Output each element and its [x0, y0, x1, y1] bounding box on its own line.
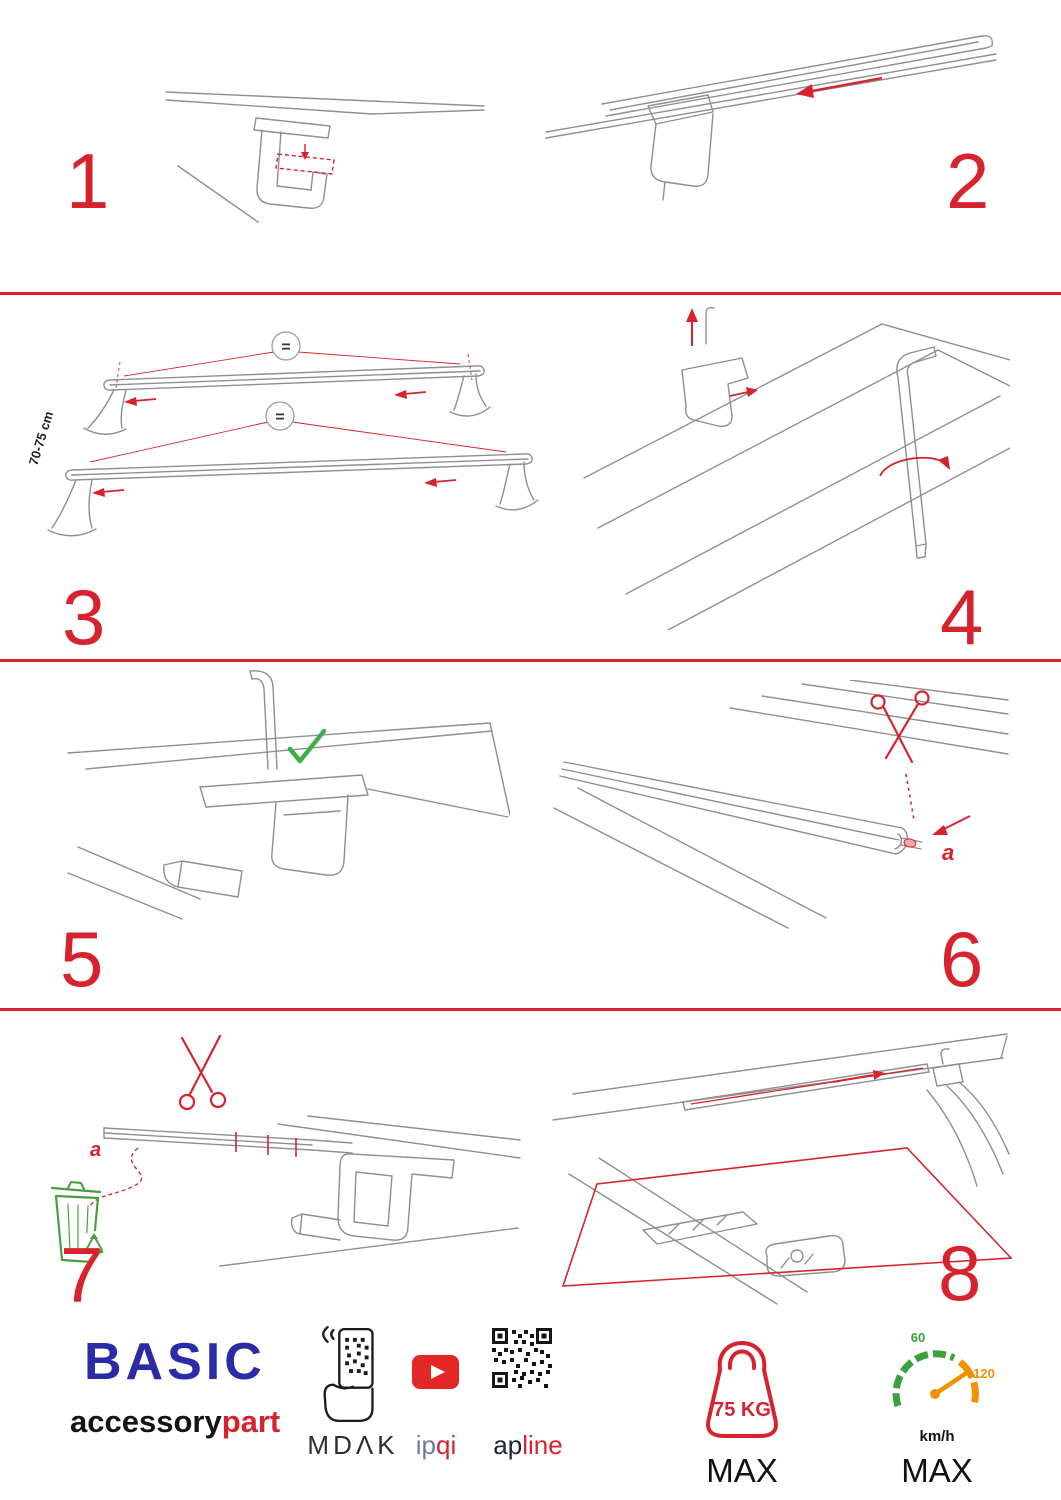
- partner-ipqi-gray: ip: [415, 1430, 436, 1460]
- equal-sign: =: [281, 339, 290, 356]
- step-7-illustration: a: [40, 1022, 525, 1277]
- step-2-illustration: [530, 22, 1010, 207]
- rubber-pad-marker: [275, 144, 335, 175]
- discard-path: [89, 1147, 143, 1207]
- step-7-drawing: a: [50, 1034, 521, 1267]
- speed-low-label: 60: [911, 1330, 925, 1345]
- detail-zoom-frame: [561, 1147, 1013, 1287]
- brand-logo: BASIC: [84, 1333, 266, 1391]
- strip-end-marker: [903, 838, 917, 848]
- phone-qr-scan-icon: [310, 1326, 392, 1424]
- step-5-illustration: [60, 665, 510, 935]
- step-8-number: 8: [938, 1229, 982, 1317]
- equal-badge: = =: [265, 331, 301, 431]
- cut-marks: [235, 1132, 297, 1157]
- section-divider-2: [0, 659, 1061, 662]
- speedometer-needle: [932, 1369, 971, 1397]
- brand-subtitle-red: part: [221, 1404, 281, 1439]
- partner-apline-red: line: [522, 1430, 563, 1460]
- step-2-drawing: [545, 35, 997, 201]
- step-1-illustration: [160, 70, 490, 275]
- step-6-drawing: a: [553, 680, 1009, 929]
- weight-max-label: MAX: [706, 1452, 778, 1489]
- step-1-drawing: [165, 91, 485, 223]
- step-3-drawing: = =: [47, 331, 539, 537]
- strip-cut-lines: [553, 680, 1009, 929]
- equal-sign: =: [275, 409, 284, 426]
- qr-code-icon: [492, 1328, 552, 1388]
- insert-arrow-icon: [832, 1070, 885, 1083]
- step-3-number: 3: [62, 573, 106, 661]
- strip-trim-lines: [103, 1115, 521, 1267]
- final-assembly-lines: [552, 1033, 1010, 1305]
- equal-spacing-leaders: [89, 351, 507, 463]
- slide-direction-arrow-icon: [796, 76, 883, 98]
- speed-high-label: 120: [973, 1366, 995, 1381]
- weight-limit-value: 75 KG: [713, 1399, 771, 1421]
- cut-line: [905, 773, 915, 821]
- bar-slide-lines: [545, 35, 997, 201]
- step-4-drawing: [583, 306, 1010, 630]
- step-4-illustration: [580, 300, 1010, 630]
- brand-subtitle: accessorypart: [70, 1404, 280, 1440]
- trash-bin-icon: [50, 1181, 102, 1264]
- checkmark-icon: [287, 728, 327, 764]
- step-8-drawing: [552, 1033, 1013, 1305]
- push-arrow-icon: [729, 387, 758, 397]
- scissors-icon: [178, 1034, 227, 1111]
- partner-apline-dark: ap: [493, 1430, 523, 1460]
- partner-logo-apline: apline: [486, 1430, 570, 1461]
- arrow-down-icon: [301, 152, 309, 160]
- measure-arrows: [92, 390, 457, 497]
- speed-max-label: MAX: [901, 1452, 973, 1489]
- step-1-number: 1: [66, 137, 110, 225]
- step-7-number: 7: [60, 1231, 104, 1319]
- partner-logo-mdak: MDΛK: [307, 1430, 399, 1460]
- recycle-icon: [81, 1231, 107, 1257]
- kettlebell-weight-icon: 75 KG: [688, 1324, 796, 1446]
- section-divider-3: [0, 1008, 1061, 1011]
- brand-subtitle-black: accessory: [70, 1404, 222, 1439]
- speedometer-icon: 60 120: [878, 1326, 996, 1424]
- step-5-drawing: [67, 670, 510, 920]
- step-6-illustration: a: [550, 680, 1010, 938]
- tightening-lines: [583, 306, 1010, 630]
- crossbars-lines: [47, 365, 539, 537]
- youtube-icon: [412, 1355, 459, 1389]
- inserted-strip-line: [690, 1067, 924, 1105]
- section-divider-1: [0, 292, 1061, 295]
- step-5-number: 5: [60, 915, 104, 1003]
- part-a-label: a: [942, 840, 954, 865]
- step-6-number: 6: [940, 915, 984, 1003]
- speed-unit-label: km/h: [919, 1428, 955, 1445]
- part-a-label: a: [90, 1139, 101, 1161]
- roof-clamp-lines: [165, 91, 485, 223]
- clamp-check-lines: [67, 670, 510, 920]
- step-3-illustration: = =: [28, 300, 553, 570]
- step-4-number: 4: [940, 573, 984, 661]
- partner-ipqi-red: qi: [436, 1430, 457, 1460]
- step-8-illustration: [545, 1022, 1013, 1314]
- cut-direction-arrow-icon: [932, 815, 971, 835]
- rotate-arrow-icon: [879, 456, 950, 477]
- step-2-number: 2: [946, 137, 990, 225]
- hook-up-arrow-icon: [686, 308, 698, 346]
- partner-logo-ipqi: ipqi: [405, 1430, 467, 1461]
- scissors-icon: [870, 690, 930, 764]
